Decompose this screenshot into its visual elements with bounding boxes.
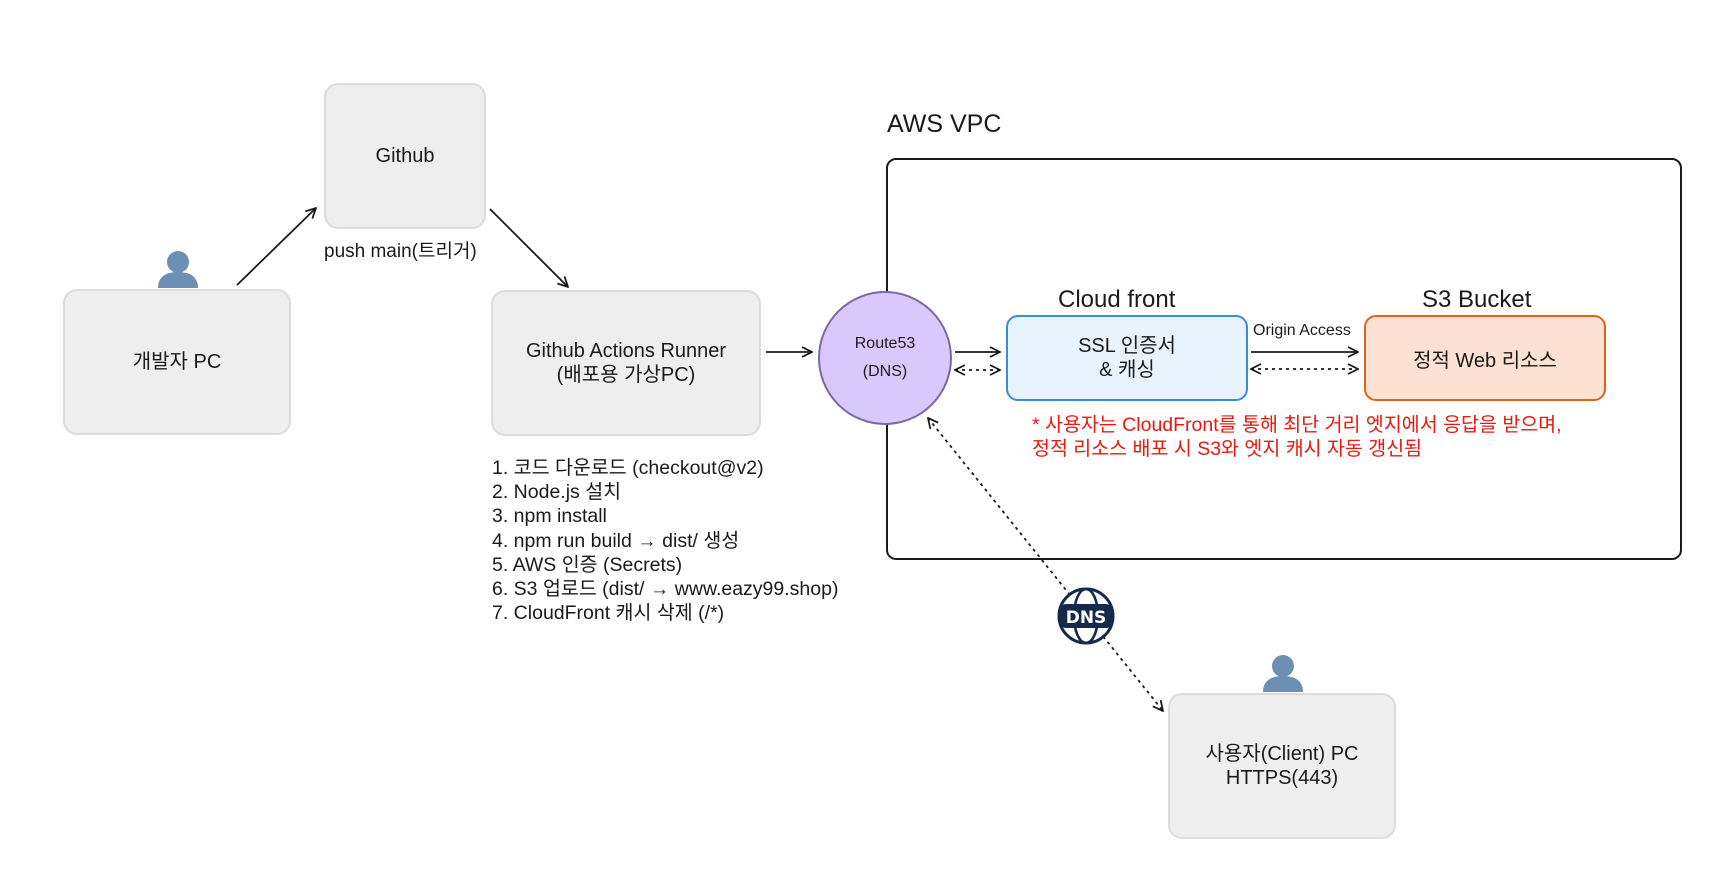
arrow-github-to-runner [489, 208, 568, 287]
s3-label: 정적 Web 리소스 [1413, 349, 1557, 372]
actions-runner-label: Github Actions Runner (배포용 가상PC) [525, 340, 727, 386]
route53-node: Route53 (DNS) [818, 291, 952, 425]
cloudfront-label: SSL 인증서 & 캐싱 [1078, 335, 1176, 381]
list-item: 7. CloudFront 캐시 삭제 (/*) [492, 602, 725, 625]
client-pc-label: 사용자(Client) PC HTTPS(443) [1205, 743, 1359, 789]
list-item: 1. 코드 다운로드 (checkout@v2) [492, 457, 764, 479]
arrow-developer-to-github [236, 208, 316, 286]
list-item: 4. npm run build → dist/ 생성 [492, 529, 740, 552]
route53-sublabel: (DNS) [862, 363, 908, 380]
arrow-route53-client-dotted [928, 418, 1163, 711]
cloudfront-node: SSL 인증서 & 캐싱 [1006, 315, 1248, 401]
github-label: Github [375, 145, 435, 167]
cloudfront-title: Cloud front [1058, 286, 1176, 313]
user-icon [158, 251, 198, 288]
cdn-note: * 사용자는 CloudFront를 통해 최단 거리 엣지에서 응답을 받으며… [1032, 414, 1562, 460]
list-item: 6. S3 업로드 (dist/ → www.eazy99.shop) [492, 578, 839, 601]
developer-pc-label: 개발자 PC [132, 351, 222, 373]
push-trigger-label: push main(트리거) [324, 241, 477, 262]
developer-pc-node: 개발자 PC [63, 289, 291, 435]
route53-label: Route53 [854, 335, 916, 352]
vpc-title: AWS VPC [887, 110, 1002, 138]
github-node: Github [324, 83, 486, 229]
list-item: 5. AWS 인증 (Secrets) [492, 553, 683, 576]
s3-bucket-node: 정적 Web 리소스 [1364, 315, 1606, 401]
user-icon [1263, 655, 1303, 692]
s3-title: S3 Bucket [1422, 286, 1532, 313]
dns-globe-icon: DNS [1057, 587, 1115, 645]
client-pc-node: 사용자(Client) PC HTTPS(443) [1168, 693, 1396, 839]
list-item: 3. npm install [492, 505, 607, 528]
actions-runner-node: Github Actions Runner (배포용 가상PC) [491, 290, 761, 436]
list-item: 2. Node.js 설치 [492, 481, 622, 504]
runner-steps-list: 1. 코드 다운로드 (checkout@v2) 2. Node.js 설치 3… [492, 456, 838, 625]
origin-access-label: Origin Access [1253, 322, 1351, 339]
dns-icon-text: DNS [1066, 608, 1107, 628]
